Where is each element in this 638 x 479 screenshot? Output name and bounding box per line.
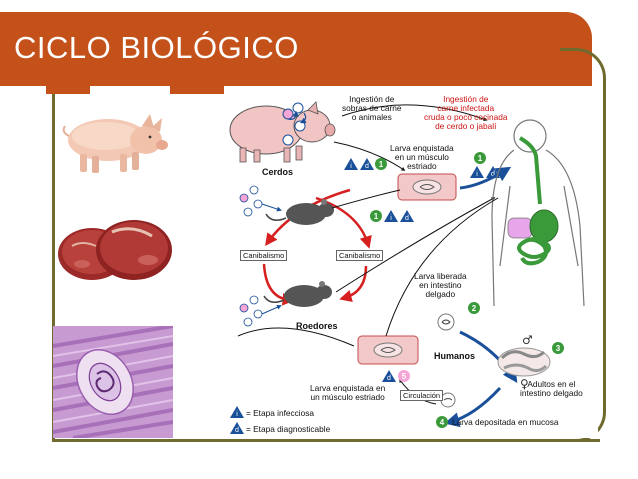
legend-diagnosable: = Etapa diagnosticable bbox=[246, 424, 330, 434]
svg-text:d: d bbox=[405, 215, 409, 222]
label-encysted-muscle-top: Larva enquistada en un músculo estriado bbox=[390, 144, 454, 171]
muscle-larva-top bbox=[398, 174, 456, 200]
svg-text:4: 4 bbox=[440, 418, 445, 427]
svg-text:3: 3 bbox=[556, 344, 561, 353]
adult-worms: 3 bbox=[498, 342, 564, 376]
label-cannibalism-left: Canibalismo bbox=[240, 250, 287, 261]
label-encysted-muscle-bottom: Larva enquistada en un músculo estriado bbox=[310, 384, 385, 402]
male-symbol: ♂ bbox=[522, 333, 533, 347]
svg-text:d: d bbox=[365, 163, 369, 170]
raw-meat-photo bbox=[52, 212, 180, 292]
muscle-larva-bottom: d 5 bbox=[358, 336, 418, 382]
label-rodents: Roedores bbox=[296, 322, 338, 331]
pig-photo bbox=[54, 100, 170, 180]
label-pigs: Cerdos bbox=[262, 168, 293, 177]
legend-symbols: i d bbox=[230, 406, 244, 434]
label-humans: Humanos bbox=[434, 352, 475, 361]
slide-title: CICLO BIOLÓGICO bbox=[14, 30, 299, 66]
label-ingestion-scraps: Ingestión de sobras de carne o animales bbox=[342, 95, 402, 122]
accent-bar-left bbox=[46, 86, 90, 94]
label-ingestion-infected-meat: Ingestión de carne infectada cruda o poc… bbox=[424, 95, 508, 131]
label-cannibalism-right: Canibalismo bbox=[336, 250, 383, 261]
slide-frame-bottom bbox=[52, 439, 600, 442]
svg-text:d: d bbox=[387, 375, 391, 382]
label-circulation: Circulación bbox=[400, 390, 443, 401]
svg-text:2: 2 bbox=[472, 304, 477, 313]
histology-larva-photo bbox=[53, 326, 173, 438]
human-figure bbox=[492, 120, 584, 306]
svg-text:1: 1 bbox=[379, 160, 384, 169]
svg-text:1: 1 bbox=[374, 212, 379, 221]
stage-markers-rodent: 1 i d bbox=[370, 210, 414, 222]
label-larva-released: Larva liberada en intestino delgado bbox=[414, 272, 467, 299]
accent-bar-right bbox=[170, 86, 226, 94]
legend-infectious: = Etapa infecciosa bbox=[246, 408, 314, 418]
stage-markers-pig: i d 1 bbox=[344, 158, 387, 170]
svg-text:5: 5 bbox=[402, 372, 407, 381]
life-cycle-diagram: i d 1 1 i d bbox=[224, 86, 598, 438]
stage-markers-human: 1 i d bbox=[470, 152, 500, 178]
svg-text:1: 1 bbox=[478, 154, 483, 163]
svg-text:d: d bbox=[235, 427, 239, 434]
label-adults: Adultos en el intestino delgado bbox=[520, 380, 583, 398]
label-larva-deposited: Larva depositada en mucosa bbox=[452, 418, 559, 427]
pig-drawing bbox=[230, 102, 335, 162]
